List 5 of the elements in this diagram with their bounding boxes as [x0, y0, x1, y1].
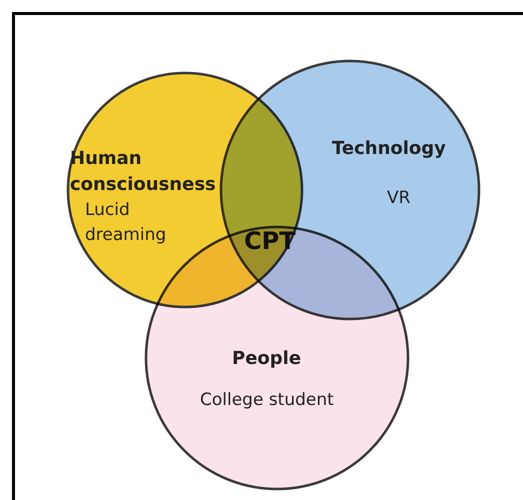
circle-text: College student: [200, 390, 334, 410]
circle-heading: People: [232, 348, 302, 369]
circle-text: Lucid dreaming: [85, 199, 168, 247]
circle-heading: Technology: [332, 138, 446, 159]
circle-text: VR: [387, 188, 410, 208]
